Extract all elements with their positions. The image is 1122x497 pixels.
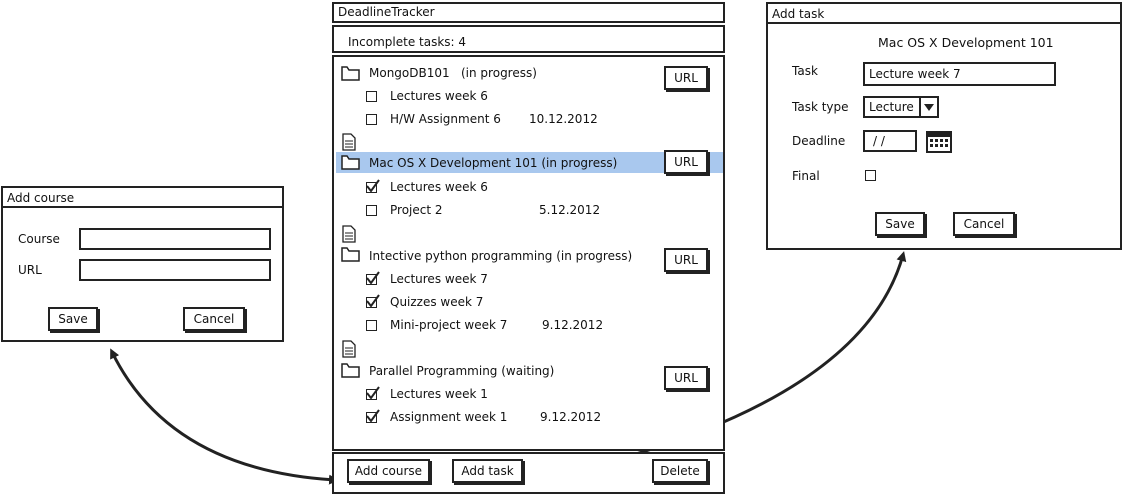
document-icon: [342, 133, 356, 151]
add-course-title: Add course: [3, 188, 282, 208]
add-course-connector: [110, 348, 339, 485]
course-url-button[interactable]: URL: [664, 66, 708, 90]
course-name[interactable]: Mac OS X Development 101 (in progress): [369, 156, 618, 170]
folder-icon: [341, 247, 360, 262]
selected-course-highlight: [336, 152, 723, 173]
add-course-cancel-button[interactable]: Cancel: [183, 307, 245, 331]
url-label: URL: [18, 263, 42, 277]
task-date: 5.12.2012: [539, 203, 601, 217]
deadline-tracker-window: DeadlineTracker: [332, 2, 725, 23]
task-checkbox[interactable]: [366, 114, 377, 125]
dropdown-arrow-icon[interactable]: [919, 98, 937, 116]
task-checkbox-checked[interactable]: [366, 179, 380, 193]
task-checkbox[interactable]: [366, 205, 377, 216]
task-type-value: Lecture: [869, 100, 914, 114]
course-name[interactable]: Intective python programming (in progres…: [369, 249, 633, 263]
folder-icon: [341, 66, 360, 81]
folder-icon: [341, 363, 360, 378]
add-task-button[interactable]: Add task: [452, 459, 523, 483]
task-label: Assignment week 1: [390, 410, 508, 424]
task-checkbox-checked[interactable]: [366, 294, 380, 308]
add-task-cancel-button[interactable]: Cancel: [953, 212, 1015, 236]
document-icon: [342, 225, 356, 243]
delete-button[interactable]: Delete: [652, 459, 708, 483]
task-type-label: Task type: [792, 100, 849, 114]
task-date: 9.12.2012: [542, 318, 604, 332]
task-checkbox[interactable]: [366, 91, 377, 102]
task-label: Lectures week 7: [390, 272, 488, 286]
course-url-button[interactable]: URL: [664, 366, 708, 390]
final-label: Final: [792, 169, 820, 183]
add-task-save-button[interactable]: Save: [875, 212, 925, 236]
course-url-button[interactable]: URL: [664, 150, 708, 174]
task-type-select[interactable]: Lecture: [863, 96, 939, 118]
course-name[interactable]: Parallel Programming (waiting): [369, 364, 555, 378]
task-field-label: Task: [792, 64, 818, 78]
deadline-label: Deadline: [792, 134, 846, 148]
action-bar: Add course Add task Delete: [332, 452, 725, 494]
folder-icon: [341, 155, 360, 170]
task-date: 10.12.2012: [529, 112, 598, 126]
task-label: Quizzes week 7: [390, 295, 484, 309]
task-label: Mini-project week 7: [390, 318, 508, 332]
add-task-title: Add task: [768, 4, 1120, 24]
task-field[interactable]: Lecture week 7: [863, 62, 1056, 86]
course-label: Course: [18, 232, 60, 246]
calendar-icon[interactable]: [926, 128, 952, 154]
add-course-save-button[interactable]: Save: [48, 307, 98, 331]
task-checkbox-checked[interactable]: [366, 409, 380, 423]
incomplete-bar: Incomplete tasks: 4: [332, 25, 725, 53]
deadline-field[interactable]: / /: [863, 130, 917, 152]
course-status: (in progress): [461, 66, 537, 80]
incomplete-count: Incomplete tasks: 4: [348, 35, 467, 49]
task-checkbox-checked[interactable]: [366, 386, 380, 400]
task-label: H/W Assignment 6: [390, 112, 501, 126]
app-title: DeadlineTracker: [338, 5, 435, 19]
document-icon: [342, 340, 356, 358]
task-checkbox[interactable]: [366, 320, 377, 331]
url-field[interactable]: [79, 259, 271, 281]
task-checkbox-checked[interactable]: [366, 271, 380, 285]
task-label: Lectures week 1: [390, 387, 488, 401]
task-label: Lectures week 6: [390, 89, 488, 103]
add-course-window: Add course Course URL Save Cancel: [1, 186, 284, 342]
add-task-window: Add task Mac OS X Development 101 Task L…: [766, 2, 1122, 250]
task-label: Project 2: [390, 203, 443, 217]
course-name[interactable]: MongoDB101: [369, 66, 450, 80]
course-list: MongoDB101 (in progress) URL Lectures we…: [332, 55, 725, 451]
course-field[interactable]: [79, 228, 271, 250]
add-task-course-name: Mac OS X Development 101: [878, 35, 1054, 50]
task-date: 9.12.2012: [540, 410, 602, 424]
task-label: Lectures week 6: [390, 180, 488, 194]
final-checkbox[interactable]: [865, 170, 876, 181]
add-course-button[interactable]: Add course: [347, 459, 430, 483]
course-url-button[interactable]: URL: [664, 248, 708, 272]
